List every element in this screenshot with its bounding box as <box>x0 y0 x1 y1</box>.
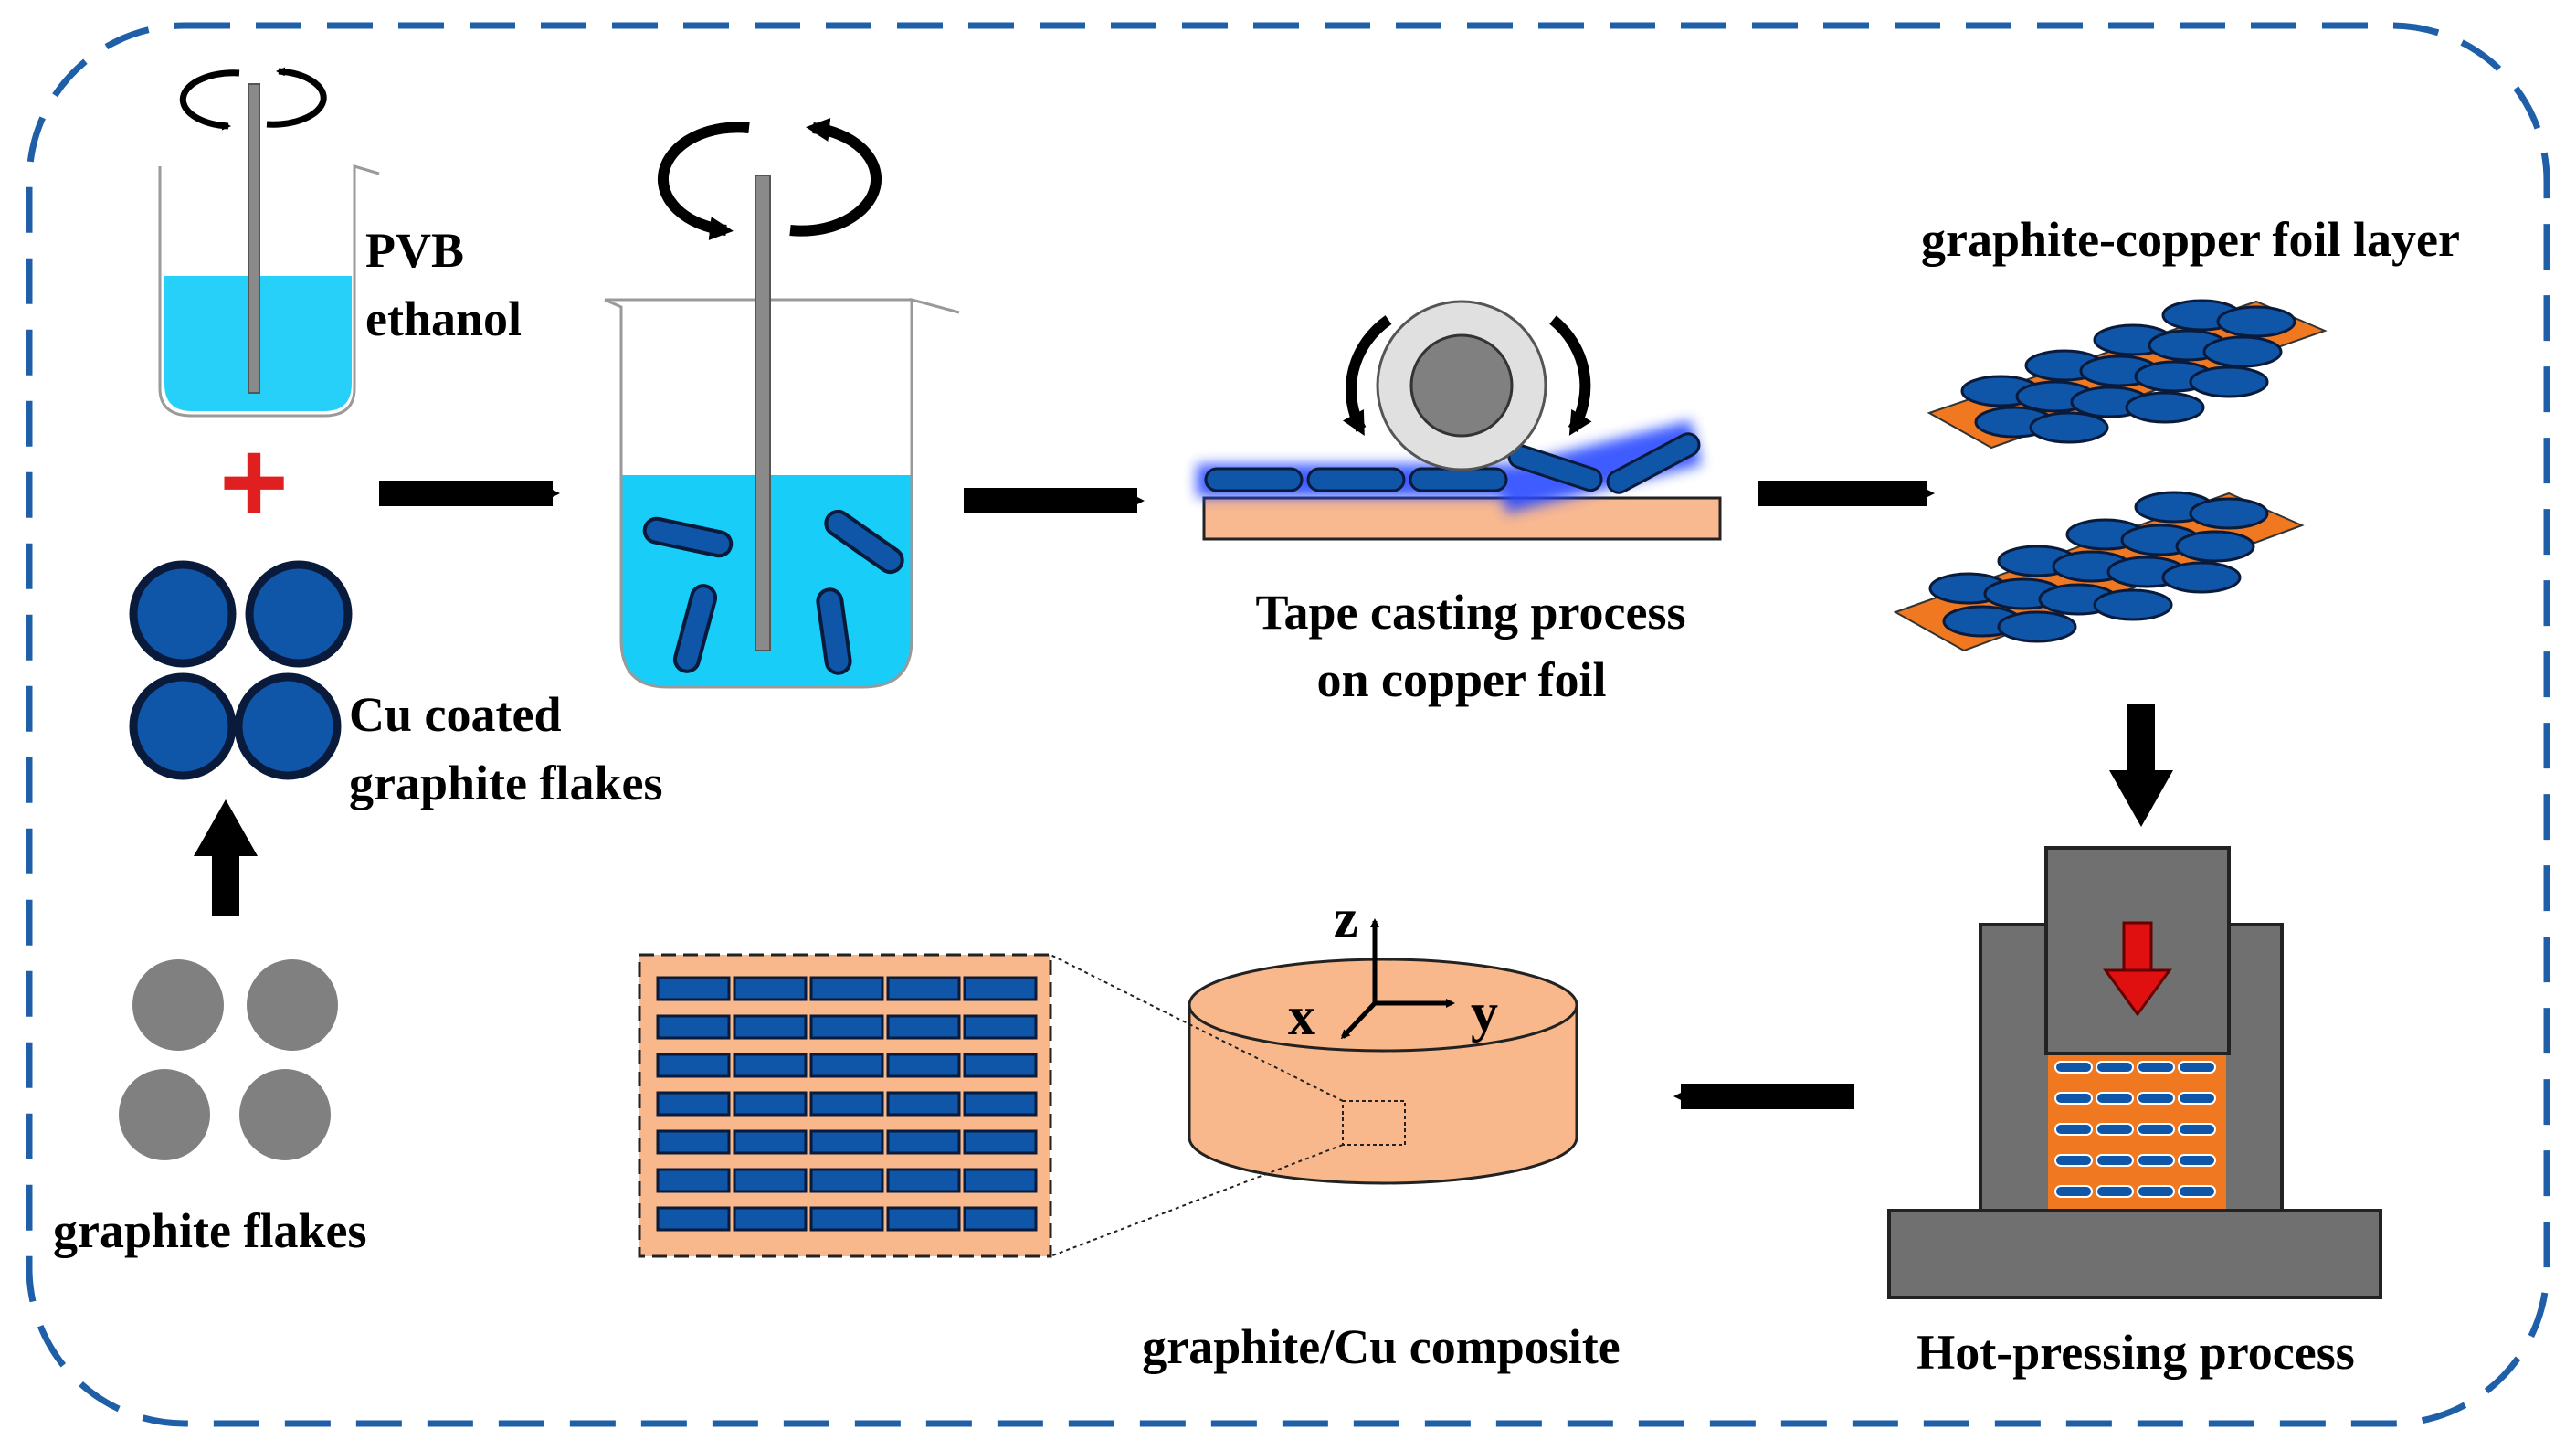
stir-rod-small <box>248 83 260 394</box>
graphite-brick <box>886 1206 961 1232</box>
graphite-brick <box>886 1091 961 1117</box>
graphite-brick <box>733 976 808 1001</box>
composite-cylinder <box>1050 954 1578 1257</box>
axes <box>1340 918 1455 1040</box>
graphite-brick <box>656 1091 731 1117</box>
foil-layer-top <box>1927 299 2328 450</box>
axis-z-label: z <box>1334 888 1358 948</box>
plus-sign: + <box>219 415 289 548</box>
small-beaker <box>158 67 380 418</box>
down-arrow <box>2109 704 2173 827</box>
tape-casting <box>1197 300 1722 541</box>
roller-arrow-right <box>1549 315 1592 436</box>
graphite-brick <box>809 1168 884 1193</box>
graphite-brick <box>656 976 731 1001</box>
graphite-brick <box>886 1129 961 1155</box>
graphite-brick <box>733 1014 808 1040</box>
graphite-brick <box>733 1053 808 1078</box>
graphite-brick <box>963 1206 1038 1232</box>
dashed-frame <box>26 22 2550 1427</box>
graphite-flakes-coated-label: graphite flakes <box>349 756 663 810</box>
roller-arrow-left <box>1343 315 1392 437</box>
rotation-arrow-small-right <box>266 67 327 128</box>
graphite-brick <box>809 1091 884 1117</box>
graphite-brick <box>963 1014 1038 1040</box>
zoom-region <box>1342 1100 1406 1146</box>
press-base <box>1887 1209 2382 1299</box>
graphite-brick <box>809 1053 884 1078</box>
graphite-brick <box>733 1129 808 1155</box>
big-beaker <box>604 118 960 689</box>
graphite-flakes-label: graphite flakes <box>53 1203 367 1258</box>
press-direction-arrow <box>2103 968 2172 1017</box>
graphite-brick <box>809 1129 884 1155</box>
hot-pressing-label: Hot-pressing process <box>1916 1325 2355 1380</box>
pvb-label: PVB <box>365 223 464 278</box>
axis-x-label: x <box>1288 986 1315 1046</box>
graphite-brick <box>809 1206 884 1232</box>
graphite-brick <box>656 1014 731 1040</box>
graphite-flakes <box>119 959 338 1160</box>
composite-label: graphite/Cu composite <box>1142 1319 1620 1374</box>
graphite-brick <box>963 976 1038 1001</box>
graphite-brick <box>886 1168 961 1193</box>
graphite-brick <box>733 1168 808 1193</box>
rotation-arrow-big-right <box>789 118 882 237</box>
tape-casting-label: Tape casting process <box>1255 585 1685 640</box>
graphite-brick <box>733 1091 808 1117</box>
copper-foil-label: on copper foil <box>1316 652 1606 707</box>
graphite-brick <box>963 1168 1038 1193</box>
foil-layer-label: graphite-copper foil layer <box>1921 212 2460 267</box>
graphite-brick <box>809 976 884 1001</box>
up-arrow <box>194 799 258 916</box>
foil-layer-bottom <box>1893 491 2305 652</box>
graphite-brick <box>656 1206 731 1232</box>
graphite-brick <box>656 1053 731 1078</box>
rotation-arrow-small-left <box>179 69 240 131</box>
graphite-brick <box>656 1168 731 1193</box>
cu-coated-flakes <box>129 560 353 780</box>
graphite-brick <box>963 1129 1038 1155</box>
microstructure-zoom <box>638 953 1052 1258</box>
axis-y-label: y <box>1471 982 1498 1043</box>
graphite-brick <box>809 1014 884 1040</box>
rotation-arrow-big-left <box>657 122 750 240</box>
hot-press <box>1887 846 2382 1299</box>
graphite-brick <box>733 1206 808 1232</box>
cu-coated-label: Cu coated <box>349 687 561 742</box>
graphite-brick <box>886 976 961 1001</box>
ethanol-label: ethanol <box>365 291 522 346</box>
stir-rod-big <box>755 175 771 651</box>
graphite-brick <box>963 1091 1038 1117</box>
graphite-brick <box>963 1053 1038 1078</box>
graphite-brick <box>886 1014 961 1040</box>
graphite-brick <box>656 1129 731 1155</box>
graphite-brick <box>886 1053 961 1078</box>
